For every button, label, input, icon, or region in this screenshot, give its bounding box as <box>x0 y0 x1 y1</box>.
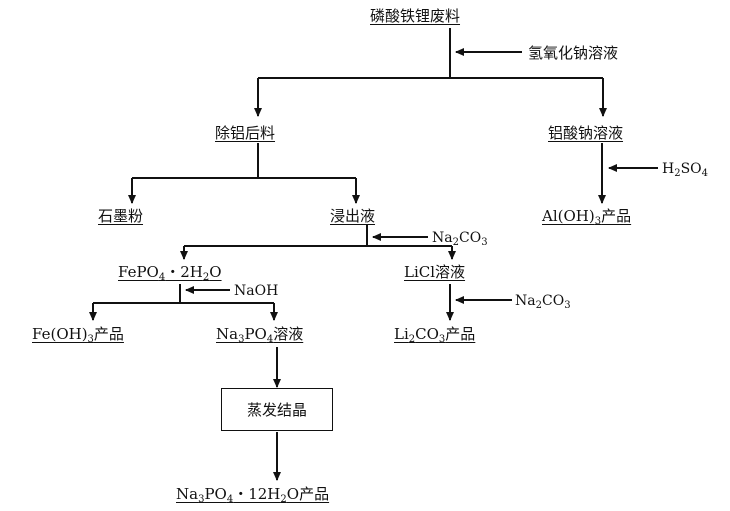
node-feoh3: Fe(OH)3产品 <box>32 325 124 345</box>
node-leachate: 浸出液 <box>330 207 376 225</box>
evaporate-label: 蒸发结晶 <box>246 401 307 419</box>
title-lfp-waste: 磷酸铁锂废料 <box>370 7 461 25</box>
reagent-h2so4: H2SO4 <box>662 161 709 179</box>
node-aloh3: Al(OH)3产品 <box>542 207 632 227</box>
node-fepo4: FePO4・2H2O <box>118 263 222 283</box>
node-li2co3: Li2CO3产品 <box>394 325 476 345</box>
node-graphite: 石墨粉 <box>98 207 144 225</box>
node-residue: 除铝后料 <box>215 124 276 142</box>
reagent-naoh: NaOH <box>234 283 279 299</box>
node-final-product: Na3PO4・12H2O产品 <box>176 485 330 505</box>
evaporate-crystallize-box: 蒸发结晶 <box>221 388 333 431</box>
reagent-na2co3-licl: Na2CO3 <box>515 293 571 311</box>
reagent-naoh-solution: 氢氧化钠溶液 <box>528 44 619 62</box>
node-na3po4: Na3PO4溶液 <box>216 325 304 345</box>
node-licl: LiCl溶液 <box>404 263 466 281</box>
node-sodium-aluminate: 铝酸钠溶液 <box>548 124 624 142</box>
reagent-na2co3-leach: Na2CO3 <box>432 230 488 248</box>
